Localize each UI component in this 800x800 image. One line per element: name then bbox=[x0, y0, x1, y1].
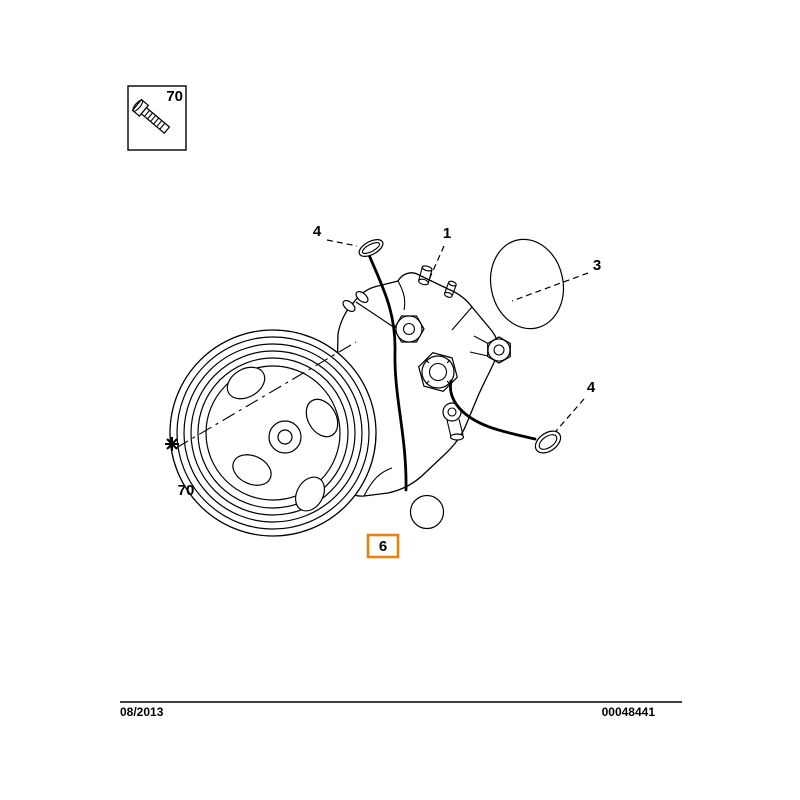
right-fitting bbox=[469, 335, 511, 364]
pulley-hole-4 bbox=[294, 476, 326, 512]
pulley-hub-bore bbox=[277, 429, 293, 445]
footer-date: 08/2013 bbox=[120, 705, 164, 719]
mounting-boss-2 bbox=[355, 290, 369, 304]
lower-fitting bbox=[442, 402, 465, 441]
bolt-thumbnail-box: 70 bbox=[127, 85, 187, 151]
highlight-frame[interactable] bbox=[366, 533, 400, 559]
pulley-hole-1 bbox=[226, 366, 266, 400]
oring-top bbox=[358, 239, 384, 257]
disc-seal bbox=[489, 238, 565, 330]
callout-pump-assembly[interactable]: 1 bbox=[443, 225, 451, 242]
plug-cap bbox=[409, 494, 445, 530]
callout-disc-seal[interactable]: 3 bbox=[593, 257, 601, 274]
leader-pump bbox=[427, 245, 445, 283]
mounting-boss bbox=[342, 299, 356, 313]
leader-oring-top bbox=[326, 239, 358, 247]
pulley-axis-line bbox=[175, 341, 357, 449]
bolt-head-face bbox=[132, 99, 144, 112]
bolt-icon bbox=[131, 98, 171, 134]
oring-right bbox=[534, 430, 562, 454]
bolt-position-marker bbox=[165, 437, 179, 451]
pulley-face-edge bbox=[205, 365, 341, 501]
callout-plug-cap[interactable]: 6 bbox=[379, 538, 387, 555]
footer: 08/2013 00048441 bbox=[120, 701, 682, 719]
pipe-from-top-oring bbox=[367, 253, 408, 492]
footer-reference: 00048441 bbox=[602, 705, 656, 719]
callout-oring-top[interactable]: 4 bbox=[313, 223, 322, 240]
pulley-hole-2 bbox=[305, 398, 339, 438]
pulley bbox=[169, 329, 377, 537]
pipe-to-right-oring bbox=[449, 379, 537, 441]
top-stud-2 bbox=[443, 280, 457, 298]
callout-pulley-bolt[interactable]: 70 bbox=[178, 482, 195, 499]
pulley-hub bbox=[268, 420, 302, 454]
bolt-box-label[interactable]: 70 bbox=[166, 88, 183, 105]
callout-oring-right[interactable]: 4 bbox=[587, 379, 596, 396]
leader-disc bbox=[511, 272, 589, 302]
highlighted-callout-6[interactable]: 6 bbox=[366, 533, 400, 559]
leader-oring-right bbox=[555, 398, 585, 432]
threaded-port bbox=[418, 352, 458, 392]
pulley-hole-3 bbox=[232, 454, 272, 486]
pulley-outer-rim bbox=[169, 329, 377, 537]
